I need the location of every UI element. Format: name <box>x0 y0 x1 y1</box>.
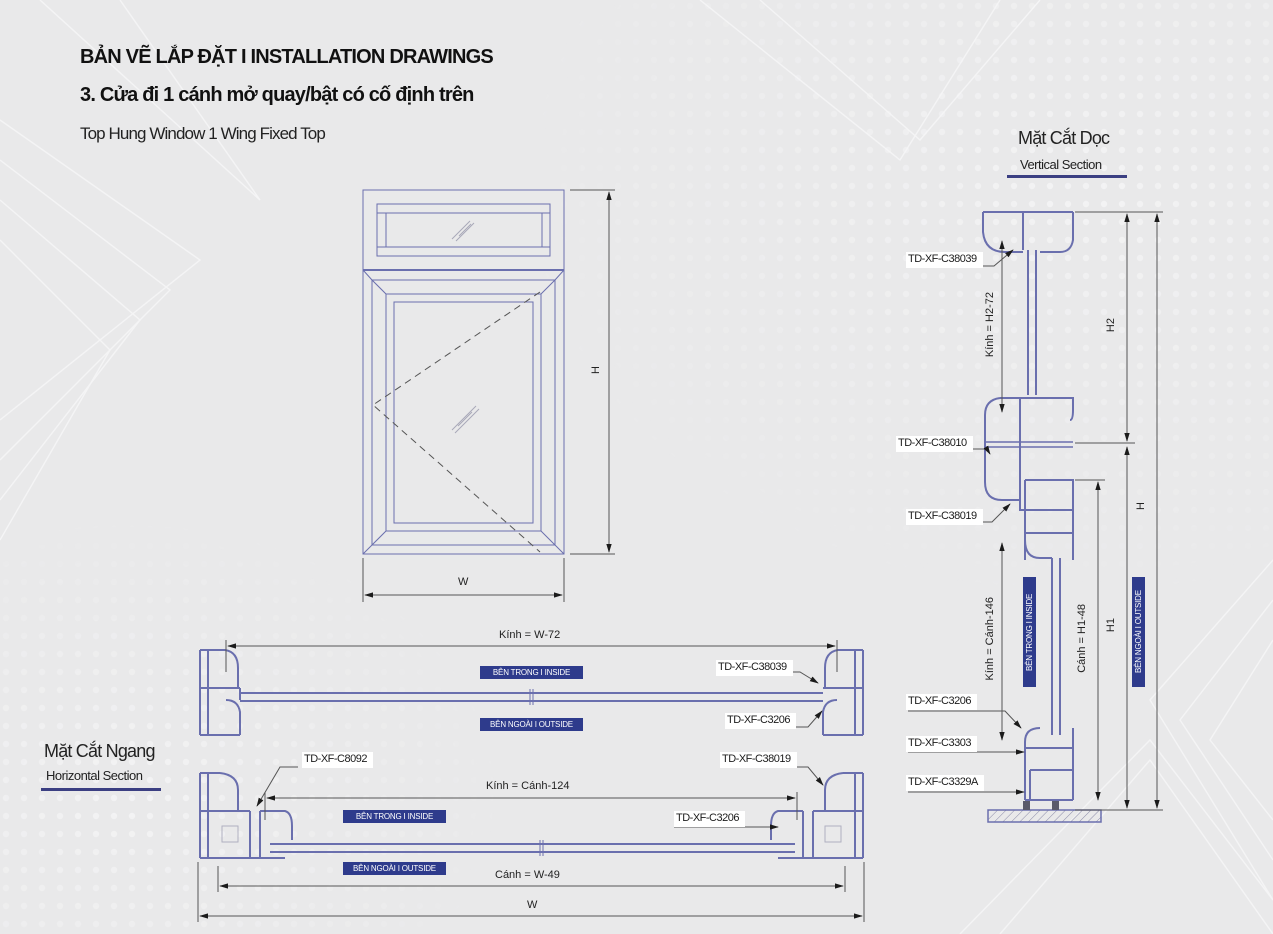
h2-dimension: H2 <box>1105 318 1117 333</box>
vertical-section-underline <box>1007 175 1127 178</box>
elevation-height-label: H <box>590 366 602 374</box>
profile-code-label: TD-XF-C3206 <box>674 811 745 827</box>
elevation-dimensions <box>362 189 615 602</box>
profile-code-label: TD-XF-C8092 <box>302 752 373 768</box>
outside-badge: BÊN NGOÀI I OUTSIDE <box>480 718 583 731</box>
top-glass-dimension: Kính = H2-72 <box>984 292 996 358</box>
profile-code-label: TD-XF-C38039 <box>716 660 793 676</box>
total-width-dimension: W <box>527 899 538 911</box>
top-fixed-panel <box>376 203 551 257</box>
page-title: BẢN VẼ LẮP ĐẶT I INSTALLATION DRAWINGS <box>80 46 494 68</box>
horizontal-section-underline <box>41 788 161 791</box>
profile-code-label: TD-XF-C3206 <box>725 713 796 729</box>
page-subtitle-en: Top Hung Window 1 Wing Fixed Top <box>80 124 326 143</box>
vertical-section <box>982 211 1102 823</box>
vertical-dimensions <box>908 211 1163 811</box>
sash-glass-dimension: Kính = Cánh-124 <box>486 780 570 792</box>
fixed-glass-dimension: Kính = W-72 <box>499 629 561 641</box>
profile-code-label: TD-XF-C3303 <box>906 736 977 752</box>
window-elevation <box>362 189 565 555</box>
elevation-width-label: W <box>458 576 469 588</box>
horizontal-section-fixed <box>199 649 864 736</box>
sash-width-dimension: Cánh = W-49 <box>495 869 560 881</box>
sash-frame <box>371 279 556 546</box>
inside-badge: BÊN TRONG I INSIDE <box>480 666 583 679</box>
sash-height-dimension: Cánh = H1-48 <box>1076 604 1088 673</box>
inside-badge: BÊN TRONG I INSIDE <box>343 810 446 823</box>
outside-badge: BÊN NGOÀI I OUTSIDE <box>1132 577 1145 687</box>
h-dimension: H <box>1135 502 1147 510</box>
horizontal-section-sash <box>199 772 864 859</box>
horizontal-sash-dimensions <box>197 766 865 922</box>
inside-badge: BÊN TRONG I INSIDE <box>1023 577 1036 687</box>
bottom-glass-dimension: Kính = Cánh-146 <box>984 597 996 681</box>
profile-code-label: TD-XF-C3329A <box>906 775 984 791</box>
vertical-section-title: Mặt Cắt Dọc <box>1018 128 1110 148</box>
page-subtitle-vi: 3. Cửa đi 1 cánh mở quay/bật có cố định … <box>80 84 474 106</box>
vertical-section-subtitle: Vertical Section <box>1020 157 1102 172</box>
outer-frame <box>362 189 565 555</box>
profile-code-label: TD-XF-C38010 <box>896 436 973 452</box>
profile-code-label: TD-XF-C3206 <box>906 694 977 710</box>
profile-code-label: TD-XF-C38039 <box>906 252 983 268</box>
h1-dimension: H1 <box>1105 618 1117 633</box>
horizontal-section-subtitle: Horizontal Section <box>46 768 143 783</box>
sill <box>987 809 1102 823</box>
horizontal-section-title: Mặt Cắt Ngang <box>44 741 155 761</box>
outside-badge: BÊN NGOÀI I OUTSIDE <box>343 862 446 875</box>
profile-code-label: TD-XF-C38019 <box>906 509 983 525</box>
profile-code-label: TD-XF-C38019 <box>720 752 797 768</box>
